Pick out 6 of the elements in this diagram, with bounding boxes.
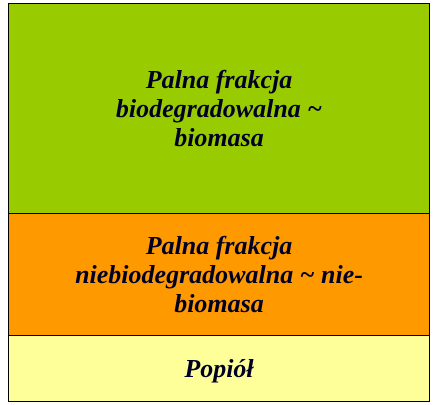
layer-box <box>8 3 430 214</box>
layer-label: Palna frakcja biodegradowalna ~ biomasa <box>114 65 324 152</box>
layer-label: Popiół <box>184 354 254 383</box>
layer-label: Palna frakcja niebiodegradowalna ~ nie-biomasa <box>74 231 364 318</box>
layer-box <box>8 213 430 336</box>
layer-box <box>8 335 430 402</box>
